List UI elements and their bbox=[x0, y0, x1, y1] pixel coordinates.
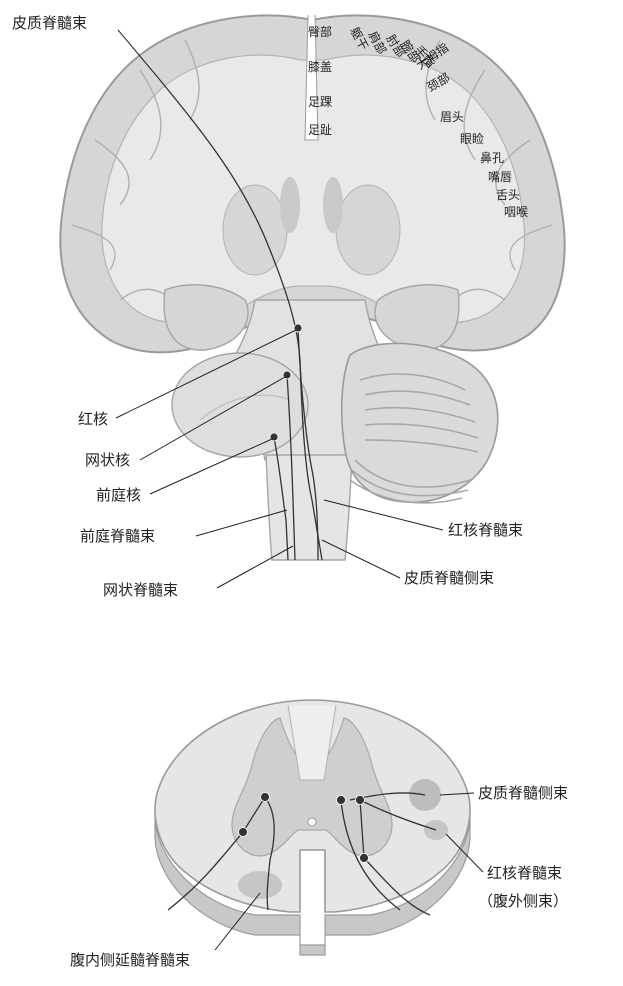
label-rubrospinal-tract: 红核脊髓束 bbox=[448, 521, 523, 539]
ventromedial-patch bbox=[238, 871, 282, 899]
spinal-label-ventromedial: 腹内侧延髓脊髓束 bbox=[70, 951, 190, 969]
label-reticular-nucleus: 网状核 bbox=[85, 451, 130, 469]
label-red-nucleus: 红核 bbox=[78, 410, 108, 428]
cerebellum-hemisphere bbox=[342, 343, 498, 502]
spinal-label-lateral-corticospinal: 皮质脊髓侧束 bbox=[478, 784, 568, 802]
spinal-label-ventrolateral: （腹外侧束） bbox=[478, 892, 568, 910]
homunculus-lateral-9: 鼻孔 bbox=[480, 150, 504, 165]
label-vestibular-nucleus: 前庭核 bbox=[96, 486, 141, 504]
thalamus-left bbox=[223, 185, 287, 275]
temporal-lobe-left bbox=[164, 285, 248, 350]
central-canal bbox=[308, 818, 316, 826]
dorsal-right-soma-a bbox=[337, 796, 346, 805]
homunculus-lateral-7: 眉头 bbox=[440, 110, 464, 124]
spinal-label-rubrospinal: 红核脊髓束 bbox=[487, 864, 562, 882]
label-lateral-corticospinal-tract: 皮质脊髓侧束 bbox=[404, 569, 494, 587]
dorsal-right-soma-b bbox=[356, 796, 365, 805]
pons-lobe bbox=[172, 353, 308, 457]
homunculus-lateral-11: 舌头 bbox=[496, 188, 520, 202]
ventricle-right bbox=[323, 177, 343, 233]
cerebellum bbox=[342, 343, 498, 503]
temporal-lobe-right bbox=[375, 285, 459, 350]
homunculus-medial-2: 足踝 bbox=[308, 95, 332, 109]
ventricle-left bbox=[280, 177, 300, 233]
ventral-right-soma bbox=[360, 854, 369, 863]
leader-reticulospinal-tract bbox=[217, 546, 293, 588]
homunculus-medial-3: 足趾 bbox=[308, 123, 332, 137]
homunculus-medial-0: 臀部 bbox=[308, 24, 332, 39]
dorsal-left-soma bbox=[261, 793, 270, 802]
label-corticospinal-tract: 皮质脊髓束 bbox=[12, 14, 87, 32]
thalamus-right bbox=[336, 185, 400, 275]
homunculus-lateral-10: 嘴唇 bbox=[488, 170, 512, 184]
homunculus-medial-1: 膝盖 bbox=[308, 60, 332, 74]
spinal-cord-section bbox=[155, 700, 470, 955]
label-vestibulospinal-tract: 前庭脊髓束 bbox=[80, 527, 155, 545]
homunculus-lateral-8: 眼睑 bbox=[460, 132, 484, 146]
ventral-left-soma bbox=[239, 828, 248, 837]
label-reticulospinal-tract: 网状脊髓束 bbox=[103, 581, 178, 599]
homunculus-lateral-12: 咽喉 bbox=[504, 205, 528, 219]
